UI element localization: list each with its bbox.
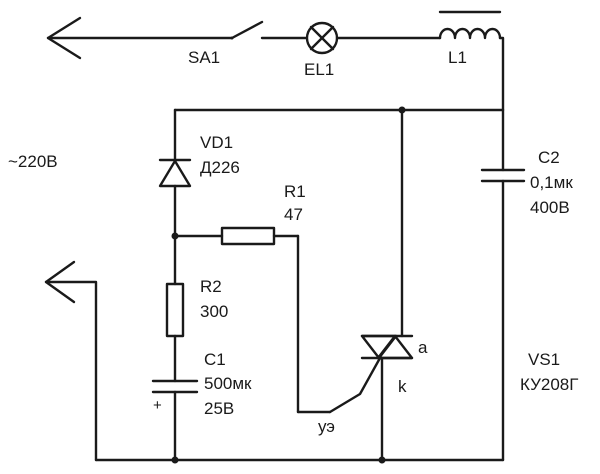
c2-value-label: 0,1мк xyxy=(530,173,573,192)
diode-vd1 xyxy=(158,108,192,238)
lamp-el1 xyxy=(305,21,442,55)
r2-ref-label: R2 xyxy=(200,277,222,296)
el1-label: EL1 xyxy=(304,60,334,79)
resistor-r2 xyxy=(165,234,185,383)
r2-value-label: 300 xyxy=(200,302,228,321)
junction-dot xyxy=(171,456,179,464)
mains-voltage-label: ~220В xyxy=(8,152,58,171)
inductor-l1 xyxy=(438,10,505,112)
capacitor-c1 xyxy=(151,379,199,462)
capacitor-c2 xyxy=(480,108,526,462)
r1-value-label: 47 xyxy=(284,205,303,224)
vd1-ref-label: VD1 xyxy=(200,133,233,152)
anode-label: a xyxy=(418,338,428,357)
resistor-r1 xyxy=(173,226,332,414)
c1-polarity-mark: + xyxy=(153,397,162,414)
vd1-type-label: Д226 xyxy=(200,158,240,177)
thyristor-vs1 xyxy=(328,108,414,462)
c1-voltage-label: 25В xyxy=(204,399,234,418)
bottom-terminal-arrow xyxy=(44,260,98,462)
c2-ref-label: C2 xyxy=(538,148,560,167)
gate-label: уэ xyxy=(318,417,335,436)
c1-ref-label: C1 xyxy=(204,350,226,369)
sa1-label: SA1 xyxy=(188,48,220,67)
l1-label: L1 xyxy=(448,48,467,67)
switch-sa1 xyxy=(230,20,308,40)
cathode-label: k xyxy=(398,377,407,396)
top-terminal-arrow xyxy=(46,16,234,60)
c2-voltage-label: 400В xyxy=(530,198,570,217)
vs1-type-label: КУ208Г xyxy=(520,375,578,394)
r1-ref-label: R1 xyxy=(284,182,306,201)
c1-value-label: 500мк xyxy=(204,374,252,393)
vs1-ref-label: VS1 xyxy=(528,350,560,369)
